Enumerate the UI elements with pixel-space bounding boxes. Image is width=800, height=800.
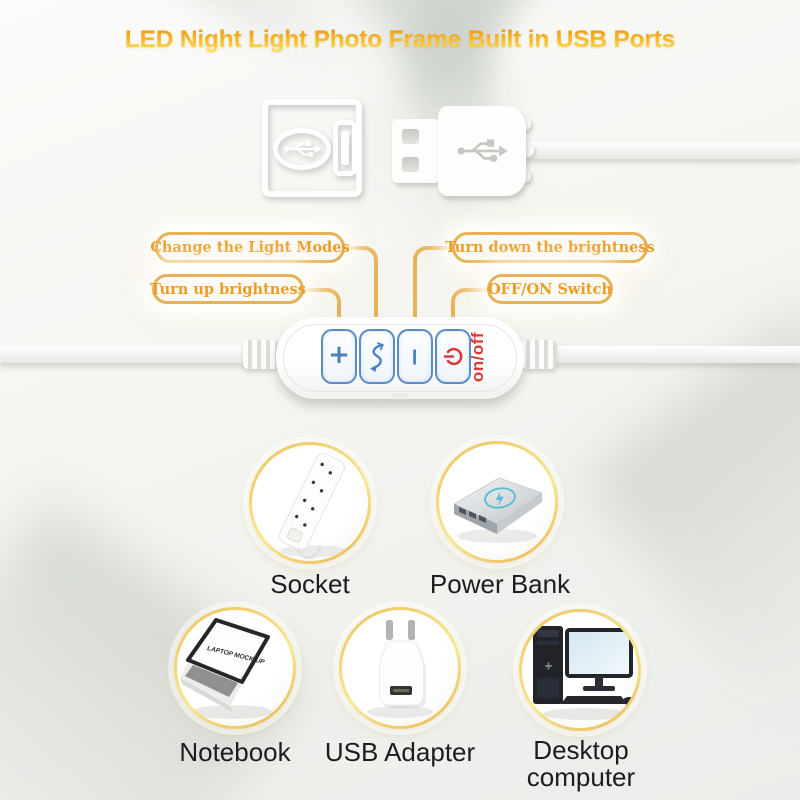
plus-icon: + [328, 340, 350, 370]
callout-line-turn-down [413, 246, 452, 338]
desktop-computer-circle [519, 609, 641, 731]
usb-trident-engraved-icon [457, 139, 508, 163]
usb-adapter-label: USB Adapter [324, 737, 476, 767]
strain-relief-left [243, 340, 279, 369]
usb-port-slot-bar [341, 131, 349, 165]
onoff-label: on/off [468, 331, 488, 383]
callout-turn-up: Turn up brightness [150, 274, 306, 304]
light-mode-button [359, 329, 395, 384]
callout-line-turn-up [303, 288, 341, 340]
callout-change-modes: Change the Light Modes [150, 232, 350, 263]
power-icon [443, 347, 462, 366]
brightness-up-button: + [321, 329, 357, 384]
usb-plug-tip [392, 119, 440, 183]
strain-relief-right [521, 340, 557, 369]
callout-line-change-modes [344, 246, 378, 338]
usb-adapter-circle [339, 607, 461, 729]
page-title: LED Night Light Photo Frame Built in USB… [0, 26, 800, 54]
notebook-circle: LAPTOP MOCK-UP [174, 607, 296, 729]
usb-plug-hole [402, 129, 419, 144]
power-bank-circle [436, 441, 558, 563]
usb-logo-oval [273, 128, 331, 170]
usb-cable [520, 142, 800, 159]
minus-icon: − [400, 346, 429, 367]
desktop-computer-label: Desktop computer [526, 735, 636, 792]
usb-port-slot [333, 120, 357, 176]
power-bank-label: Power Bank [429, 569, 571, 599]
usb-plug-body [438, 106, 526, 196]
callout-off-on: OFF/ON Switch [487, 274, 613, 304]
usb-port-frame [262, 99, 362, 197]
callout-line-off-on [451, 288, 489, 340]
usb-port-icon [262, 99, 362, 197]
usb-plug-hole [402, 157, 419, 172]
brightness-down-button: − [397, 329, 433, 384]
notebook-label: Notebook [179, 737, 291, 767]
socket-circle [249, 442, 371, 564]
notebook-icon: LAPTOP MOCK-UP [177, 610, 293, 726]
usb-trident-icon [283, 140, 322, 158]
power-button [435, 329, 471, 384]
socket-label: Socket [270, 569, 350, 599]
controller-inner-outline [283, 324, 517, 392]
callout-turn-down: Turn down the brightness [445, 232, 655, 263]
controller-notch [392, 393, 408, 398]
usb-adapter-icon [342, 610, 458, 726]
desktop-computer-icon [522, 612, 638, 728]
socket-icon [252, 445, 368, 561]
mode-arrow-icon [370, 341, 384, 372]
power-bank-icon [439, 444, 555, 560]
